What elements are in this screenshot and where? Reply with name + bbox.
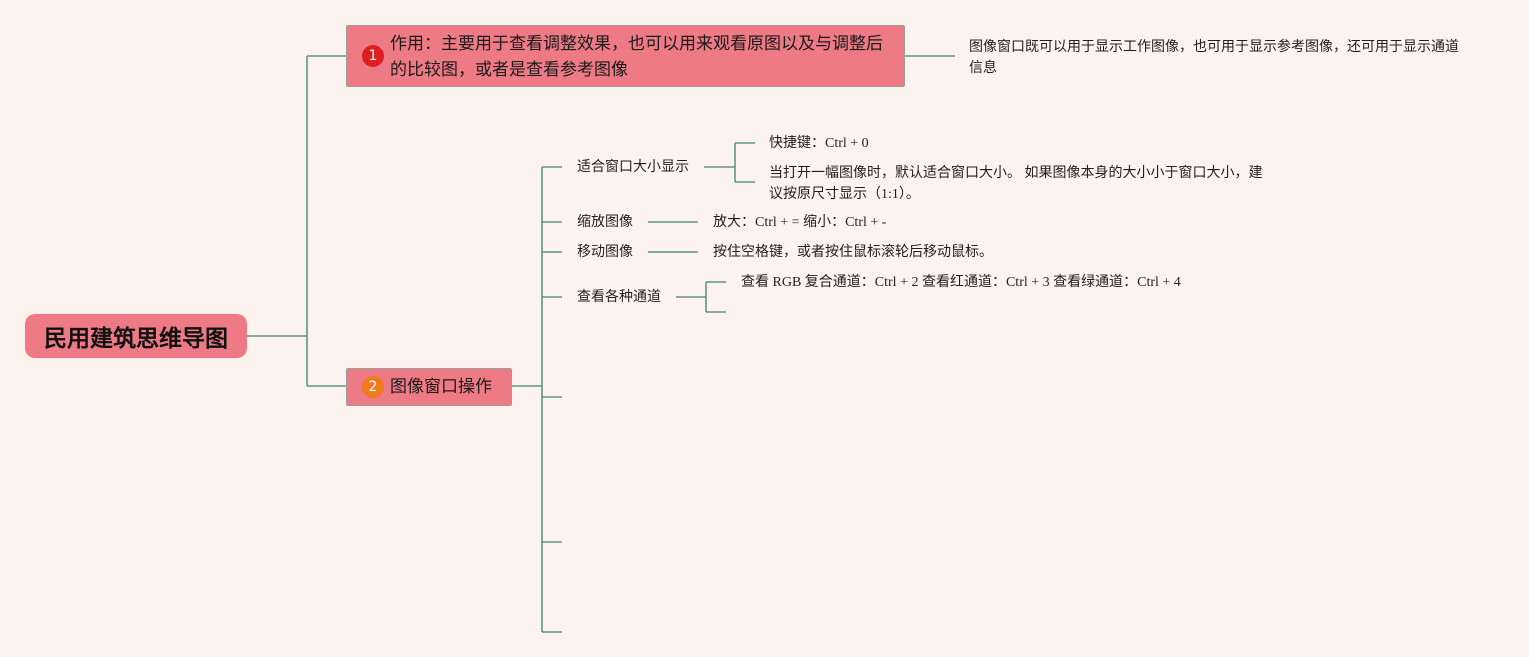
channels-connector xyxy=(676,281,726,313)
number-badge-2-icon: 2 xyxy=(362,376,384,398)
channels-topic[interactable]: 查看各种通道 xyxy=(577,290,661,305)
root-connector xyxy=(247,55,346,387)
branch2-node[interactable]: 2 图像窗口操作 xyxy=(346,368,512,406)
branch2-connector xyxy=(512,167,543,632)
fit-window-note[interactable]: 当打开一幅图像时，默认适合窗口大小。 如果图像本身的大小小于窗口大小，建议按原尺… xyxy=(769,166,1263,202)
zoom-topic[interactable]: 缩放图像 xyxy=(577,215,633,230)
branch2-label: 图像窗口操作 xyxy=(390,377,492,397)
zoom-shortcut[interactable]: 放大：Ctrl + = 缩小：Ctrl + - xyxy=(713,215,887,230)
move-topic[interactable]: 移动图像 xyxy=(577,245,633,260)
root-node[interactable]: 民用建筑思维导图 xyxy=(25,314,247,358)
number-badge-1-icon: 1 xyxy=(362,45,384,67)
branch1-detail[interactable]: 图像窗口既可以用于显示工作图像，也可用于显示参考图像，还可用于显示通道信息 xyxy=(969,40,1459,76)
fit-window-topic[interactable]: 适合窗口大小显示 xyxy=(577,160,689,175)
branch2-child-stubs xyxy=(542,166,562,633)
root-label: 民用建筑思维导图 xyxy=(44,326,228,352)
channels-shortcuts[interactable]: 查看 RGB 复合通道：Ctrl + 2 查看红通道：Ctrl + 3 查看绿通… xyxy=(741,275,1181,290)
move-note[interactable]: 按住空格键，或者按住鼠标滚轮后移动鼠标。 xyxy=(713,245,993,260)
branch1-label: 作用：主要用于查看调整效果，也可以用来观看原图以及与调整后的比较图，或者是查看参… xyxy=(390,34,883,80)
branch1-node[interactable]: 1 作用：主要用于查看调整效果，也可以用来观看原图以及与调整后的比较图，或者是查… xyxy=(346,25,905,87)
fit-window-connector xyxy=(704,142,755,183)
fit-window-shortcut[interactable]: 快捷键：Ctrl + 0 xyxy=(769,136,869,151)
